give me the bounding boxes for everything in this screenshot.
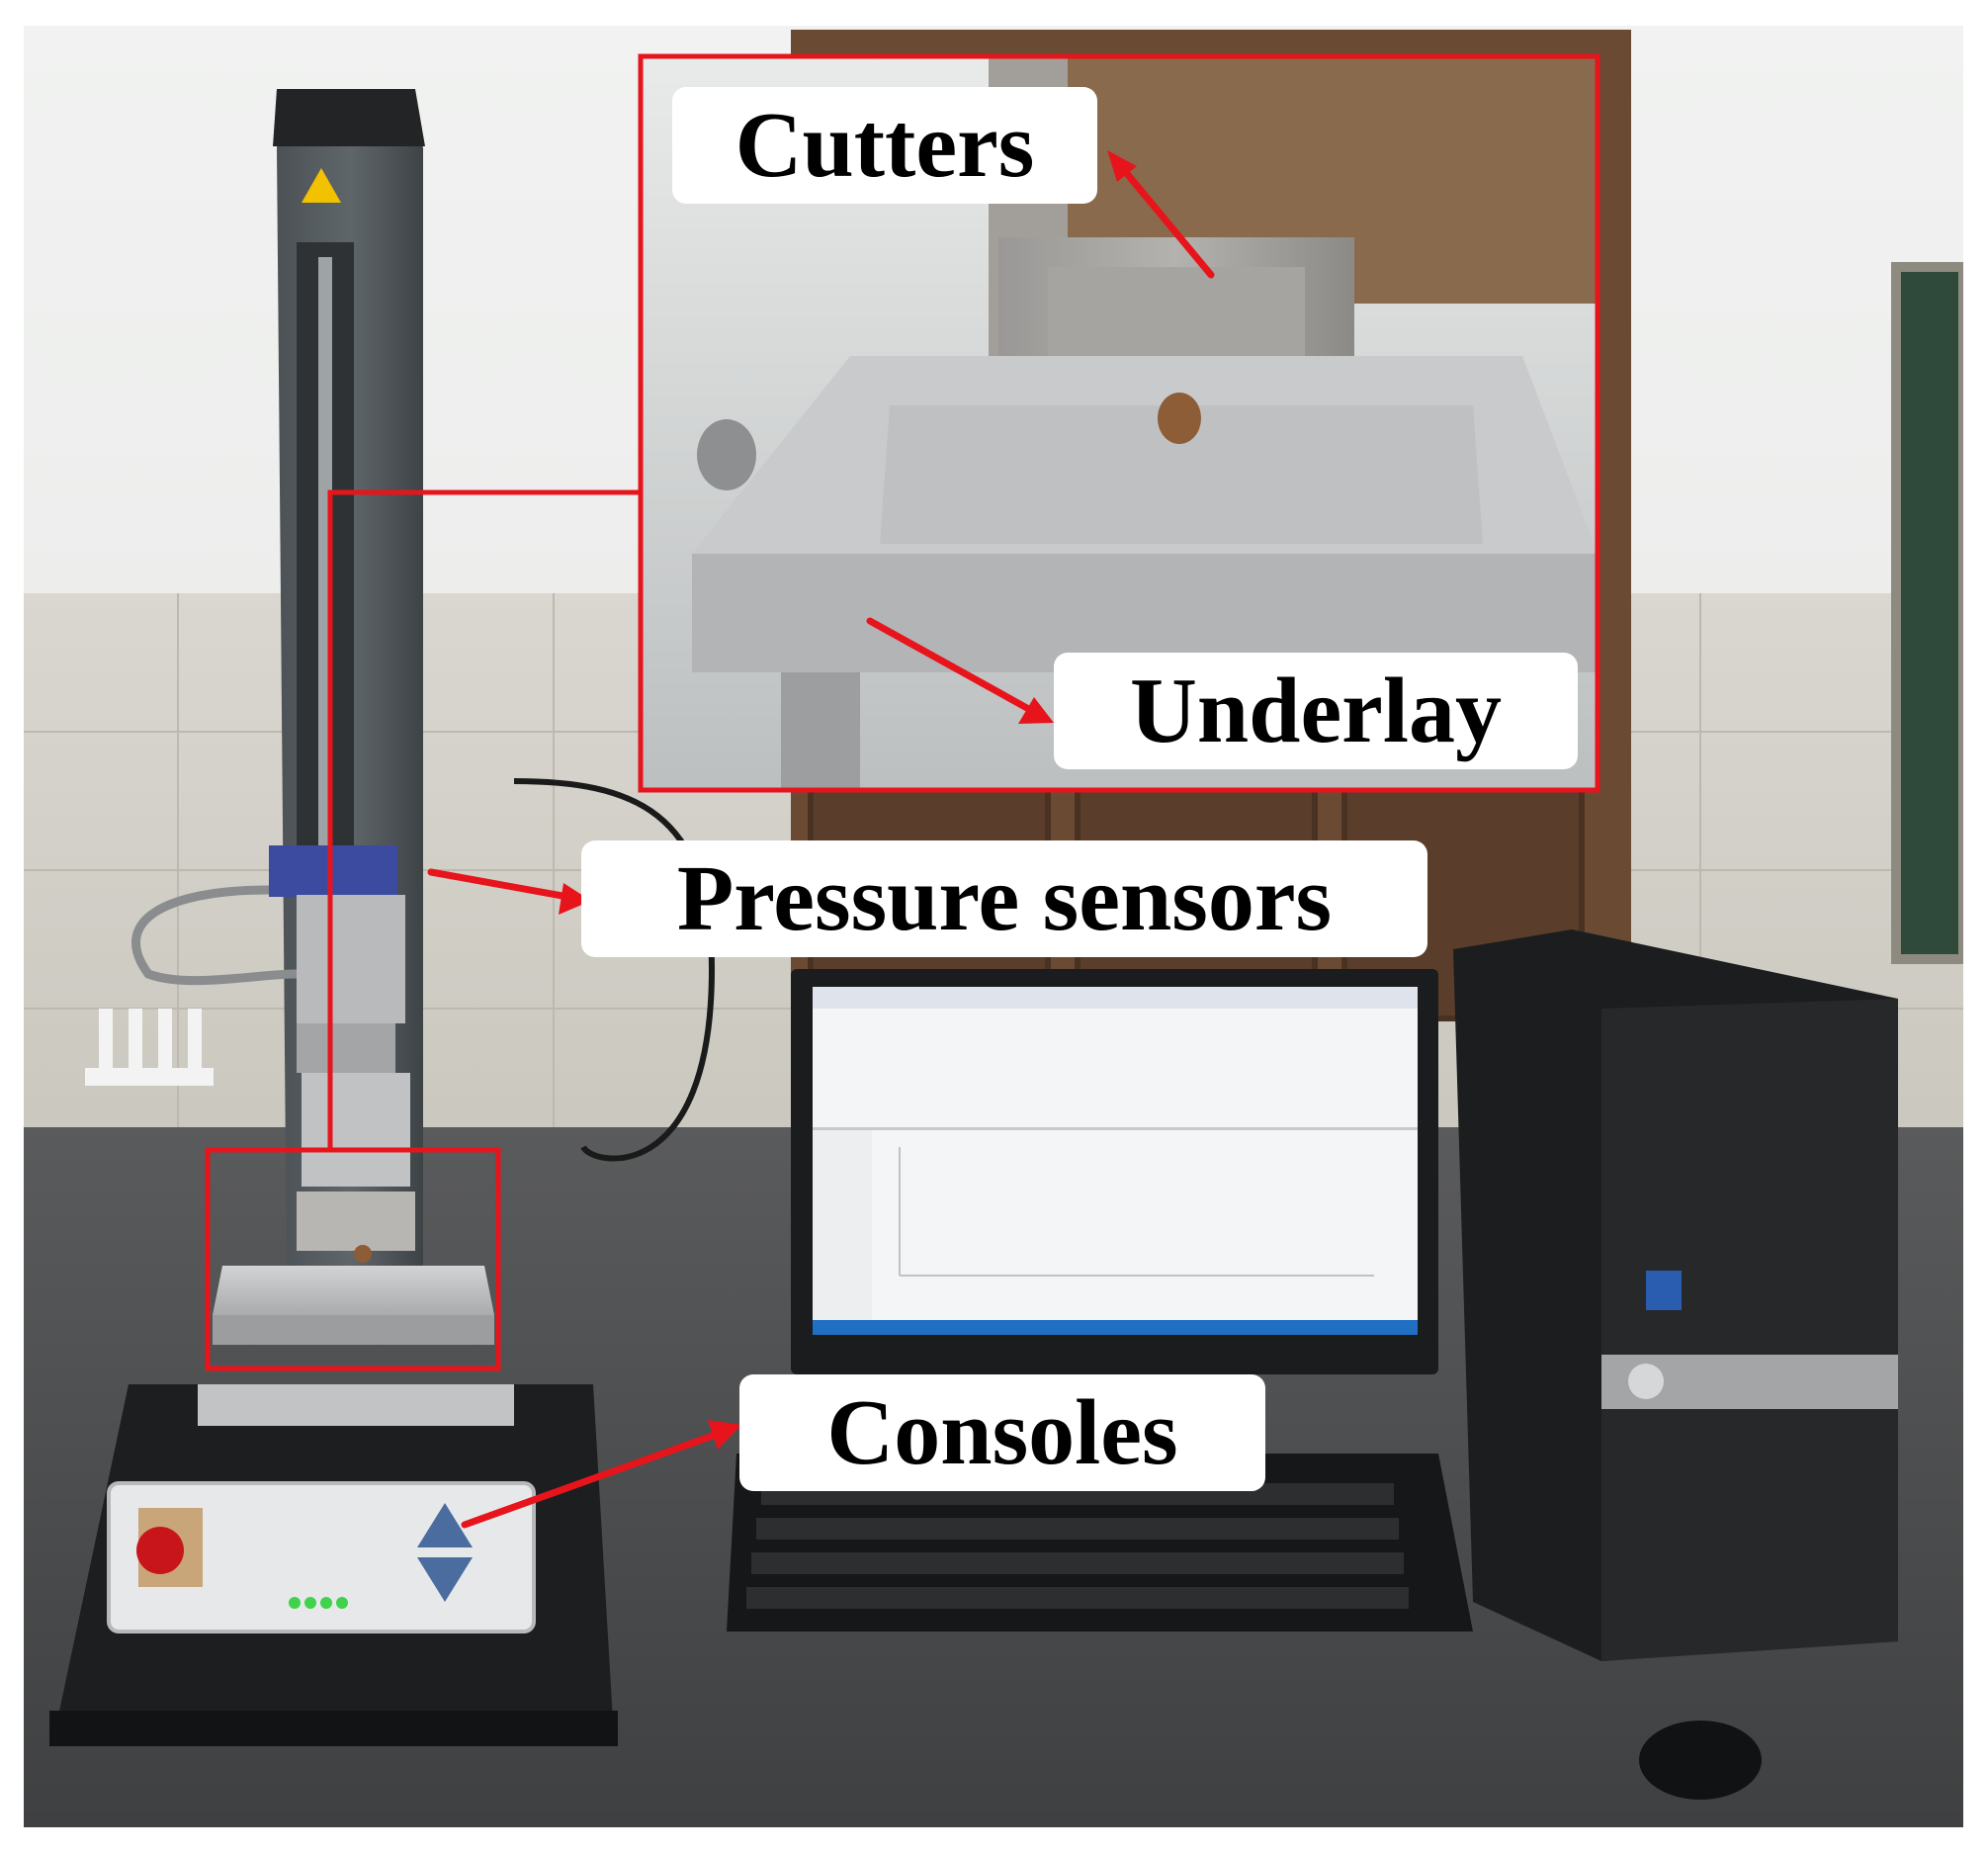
- adjust-knob: [697, 419, 756, 490]
- emergency-stop-button: [136, 1527, 184, 1574]
- brand-badge-icon: [1628, 1364, 1664, 1399]
- cutters-arrowhead: [1107, 150, 1137, 182]
- jog-up-button: [417, 1503, 473, 1547]
- sensor-cable: [131, 885, 298, 986]
- consoles-arrowhead: [708, 1420, 741, 1450]
- jog-down-button: [417, 1557, 473, 1602]
- underlay-arrowhead: [1018, 697, 1054, 724]
- control-panel: [107, 1481, 536, 1633]
- taskbar: [813, 1320, 1418, 1335]
- warning-label-icon: [302, 168, 341, 203]
- tube-rack: [85, 1009, 214, 1086]
- underlay-label: Underlay: [1054, 653, 1578, 769]
- pressure-sensors-arrow: [427, 868, 577, 902]
- sample-small: [354, 1245, 372, 1263]
- underlay-plate-small: [213, 1266, 494, 1315]
- status-leds: [289, 1597, 348, 1609]
- connector-line: [327, 489, 641, 1150]
- underlay-arrow: [866, 617, 1038, 716]
- pressure-sensors-arrowhead: [559, 883, 591, 915]
- fixture-highlight-box: [205, 1147, 501, 1371]
- cutters-label: Cutters: [672, 87, 1097, 204]
- consoles-arrow: [461, 1428, 728, 1529]
- cutter-fixture-small: [297, 1192, 415, 1251]
- inset-highlight-box: [638, 53, 1600, 793]
- cutters-arrow: [1115, 160, 1215, 279]
- load-cell-label: [269, 845, 397, 897]
- blackboard: [1891, 262, 1963, 964]
- monitor-screen: [813, 987, 1418, 1335]
- pressure-sensors-label: Pressure sensors: [581, 840, 1427, 957]
- consoles-label: Consoles: [739, 1374, 1265, 1491]
- sample: [1158, 393, 1201, 444]
- mouse: [1639, 1721, 1762, 1800]
